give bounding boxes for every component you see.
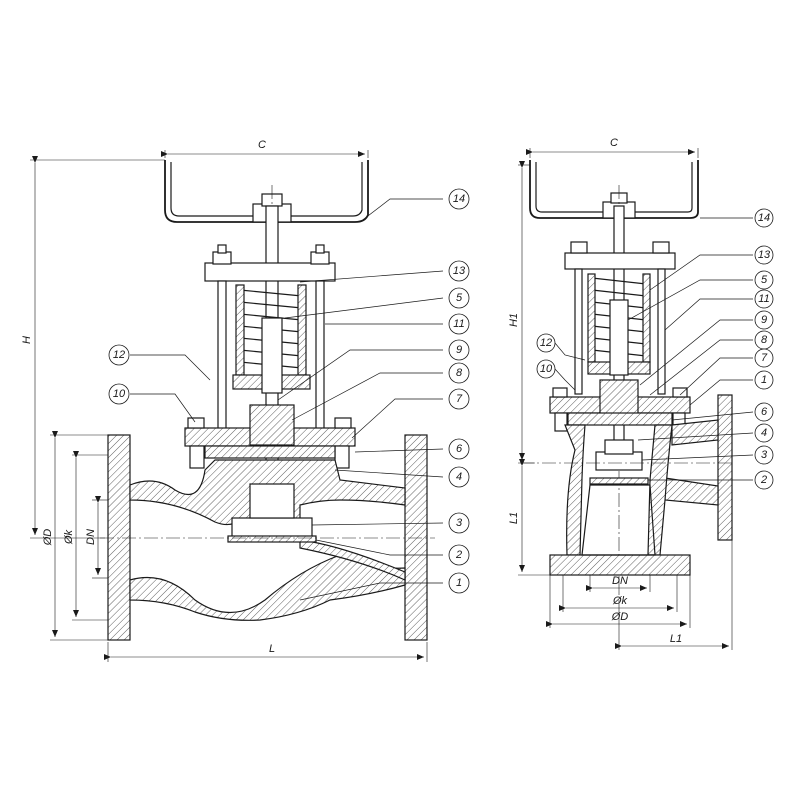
callout-6-right: 6 xyxy=(754,402,774,422)
callout-14-right: 14 xyxy=(754,208,774,228)
callout-3-left: 3 xyxy=(448,512,470,534)
callout-2-left: 2 xyxy=(448,544,470,566)
dim-label-dn-left: DN xyxy=(85,529,97,545)
svg-text:4: 4 xyxy=(456,471,462,483)
callout-13-left: 13 xyxy=(448,260,470,282)
dim-label-h1: H1 xyxy=(508,313,520,327)
svg-text:6: 6 xyxy=(761,406,768,418)
callout-12-left: 12 xyxy=(108,344,130,366)
svg-text:3: 3 xyxy=(456,517,463,529)
callout-2-right: 2 xyxy=(754,470,774,490)
dim-label-ok-left: Øk xyxy=(63,529,75,545)
callout-8-left: 8 xyxy=(448,362,470,384)
callout-13-right: 13 xyxy=(754,245,774,265)
dim-label-c-right: C xyxy=(610,137,618,149)
valve-body-left xyxy=(107,434,428,641)
dim-label-l1-vertical: L1 xyxy=(508,512,520,524)
svg-text:14: 14 xyxy=(453,193,465,205)
svg-text:12: 12 xyxy=(540,337,552,349)
svg-text:5: 5 xyxy=(761,274,768,286)
dim-label-od-left: ØD xyxy=(42,529,54,547)
svg-text:12: 12 xyxy=(113,349,125,361)
straight-valve-view xyxy=(100,160,435,641)
svg-text:9: 9 xyxy=(456,344,462,356)
callout-4-right: 4 xyxy=(754,423,774,443)
callout-9-right: 9 xyxy=(754,310,774,330)
svg-text:11: 11 xyxy=(453,318,464,330)
dim-label-h: H xyxy=(21,336,33,344)
callout-9-left: 9 xyxy=(448,339,470,361)
svg-text:6: 6 xyxy=(456,443,463,455)
yoke-right xyxy=(564,241,676,395)
callout-1-right: 1 xyxy=(754,370,774,390)
svg-text:8: 8 xyxy=(761,334,768,346)
dim-label-c-left: C xyxy=(258,139,266,151)
callout-10-right: 10 xyxy=(536,359,556,379)
svg-text:4: 4 xyxy=(761,427,767,439)
svg-text:9: 9 xyxy=(761,314,767,326)
dim-label-l1-horizontal: L1 xyxy=(670,633,682,645)
callout-3-right: 3 xyxy=(754,445,774,465)
leader-lines xyxy=(130,198,754,601)
svg-text:7: 7 xyxy=(761,352,768,364)
callout-7-left: 7 xyxy=(448,388,470,410)
svg-text:13: 13 xyxy=(758,249,771,261)
svg-text:10: 10 xyxy=(540,363,553,375)
callout-12-right: 12 xyxy=(536,333,556,353)
callout-14-left: 14 xyxy=(448,188,470,210)
svg-text:10: 10 xyxy=(113,388,126,400)
svg-text:1: 1 xyxy=(761,374,767,386)
svg-text:14: 14 xyxy=(758,212,770,224)
svg-text:1: 1 xyxy=(456,577,462,589)
svg-text:7: 7 xyxy=(456,393,463,405)
bonnet-right xyxy=(549,379,691,432)
svg-text:2: 2 xyxy=(760,474,767,486)
dim-label-dn-right: DN xyxy=(612,575,628,587)
svg-text:3: 3 xyxy=(761,449,768,461)
svg-text:13: 13 xyxy=(453,265,466,277)
callout-1-left: 1 xyxy=(448,572,470,594)
yoke-left xyxy=(204,244,336,430)
bonnet-left xyxy=(184,404,356,469)
callout-4-left: 4 xyxy=(448,466,470,488)
dim-label-l: L xyxy=(269,643,275,655)
svg-text:11: 11 xyxy=(758,293,769,305)
svg-text:8: 8 xyxy=(456,367,463,379)
svg-text:5: 5 xyxy=(456,292,463,304)
dimensions xyxy=(30,148,733,662)
dim-label-ok-right: Øk xyxy=(612,595,628,607)
angle-valve-view xyxy=(520,160,735,595)
callout-11-right: 11 xyxy=(754,289,774,309)
callout-11-left: 11 xyxy=(448,313,470,335)
callout-5-left: 5 xyxy=(448,287,470,309)
callout-6-left: 6 xyxy=(448,438,470,460)
valve-body-right xyxy=(549,394,733,576)
callout-5-right: 5 xyxy=(754,270,774,290)
callout-10-left: 10 xyxy=(108,383,130,405)
callouts: 14 13 5 11 9 8 7 6 4 3 2 1 12 10 14 13 5… xyxy=(108,188,774,594)
dim-label-od-right: ØD xyxy=(611,611,629,623)
svg-text:2: 2 xyxy=(455,549,462,561)
callout-7-right: 7 xyxy=(754,348,774,368)
callout-8-right: 8 xyxy=(754,330,774,350)
